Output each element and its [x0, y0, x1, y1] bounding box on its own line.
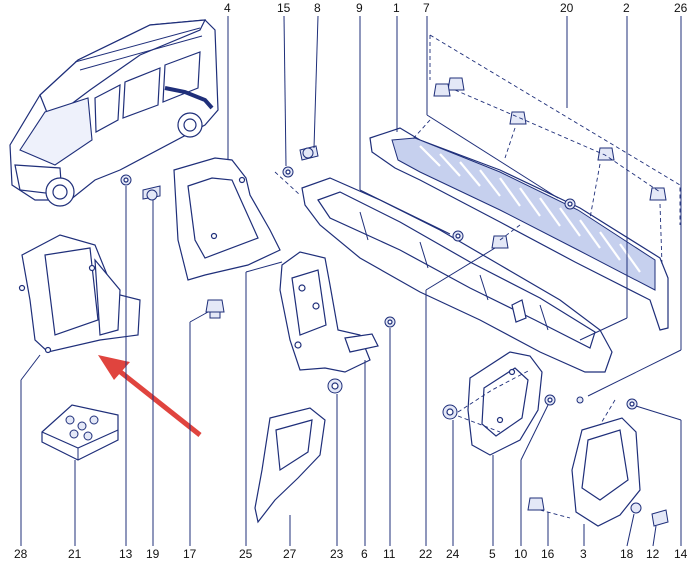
callout-16[interactable]: 16: [541, 547, 555, 561]
part-15-screw: [282, 166, 294, 178]
callout-13[interactable]: 13: [119, 547, 133, 561]
part-1-step: [369, 127, 669, 331]
van-illustration: [9, 19, 219, 207]
callout-15[interactable]: 15: [277, 1, 291, 15]
callout-19[interactable]: 19: [146, 547, 160, 561]
callout-25[interactable]: 25: [239, 547, 253, 561]
callout-18[interactable]: 18: [620, 547, 634, 561]
callout-20[interactable]: 20: [560, 1, 574, 15]
callout-9[interactable]: 9: [356, 1, 363, 15]
callout-12[interactable]: 12: [646, 547, 660, 561]
part-5-bracket: [467, 351, 543, 456]
part-16-clip: [527, 497, 545, 511]
callout-11[interactable]: 11: [383, 547, 396, 561]
part-26-screw: [564, 198, 576, 210]
part-23-nut: [327, 378, 343, 394]
part-9-beam: [301, 177, 613, 373]
part-25-bracket: [279, 251, 379, 373]
callout-28[interactable]: 28: [14, 547, 28, 561]
part-12-bolt: [651, 509, 669, 527]
part-24-nut: [442, 404, 458, 420]
callouts-bottom: 28 21 13 19 17 25 27 23 6 11 22 24 5 10 …: [14, 547, 688, 561]
callout-6[interactable]: 6: [361, 547, 368, 561]
red-pointer-arrow: [98, 355, 202, 437]
callout-27[interactable]: 27: [283, 547, 297, 561]
part-27-panel: [254, 407, 326, 524]
callout-24[interactable]: 24: [446, 547, 460, 561]
callouts-top: 4 15 8 9 1 7 20 2 26: [224, 1, 688, 15]
part-19-bolt: [142, 185, 161, 201]
part-18-nut: [630, 502, 642, 514]
part-20-dashed-frame: [429, 34, 681, 225]
callout-17[interactable]: 17: [183, 547, 197, 561]
part-9-screw: [452, 230, 464, 242]
callout-2[interactable]: 2: [623, 1, 630, 15]
callout-14[interactable]: 14: [674, 547, 688, 561]
part-21-clip-box: [41, 404, 119, 461]
callout-22[interactable]: 22: [419, 547, 433, 561]
callout-7[interactable]: 7: [423, 1, 430, 15]
part-11-screw: [384, 316, 396, 328]
part-28-panel: [18, 234, 141, 354]
part-26b-screw: [576, 396, 584, 404]
part-4-trim: [173, 157, 281, 281]
callout-1[interactable]: 1: [393, 1, 400, 15]
callout-26[interactable]: 26: [674, 1, 688, 15]
part-14-screw: [626, 398, 638, 410]
callout-5[interactable]: 5: [489, 547, 496, 561]
part-17-clip: [205, 299, 225, 319]
part-22-clip: [491, 235, 509, 249]
callout-8[interactable]: 8: [314, 1, 321, 15]
part-8-bolt: [299, 145, 319, 161]
callout-4[interactable]: 4: [224, 1, 231, 15]
callout-10[interactable]: 10: [514, 547, 528, 561]
part-10-screw: [544, 394, 556, 406]
callout-3[interactable]: 3: [580, 547, 587, 561]
leader-lines: [20, 15, 682, 547]
part-3-endcap: [571, 417, 641, 527]
part-13-bolt: [120, 174, 132, 186]
callout-21[interactable]: 21: [68, 547, 82, 561]
callout-23[interactable]: 23: [330, 547, 344, 561]
